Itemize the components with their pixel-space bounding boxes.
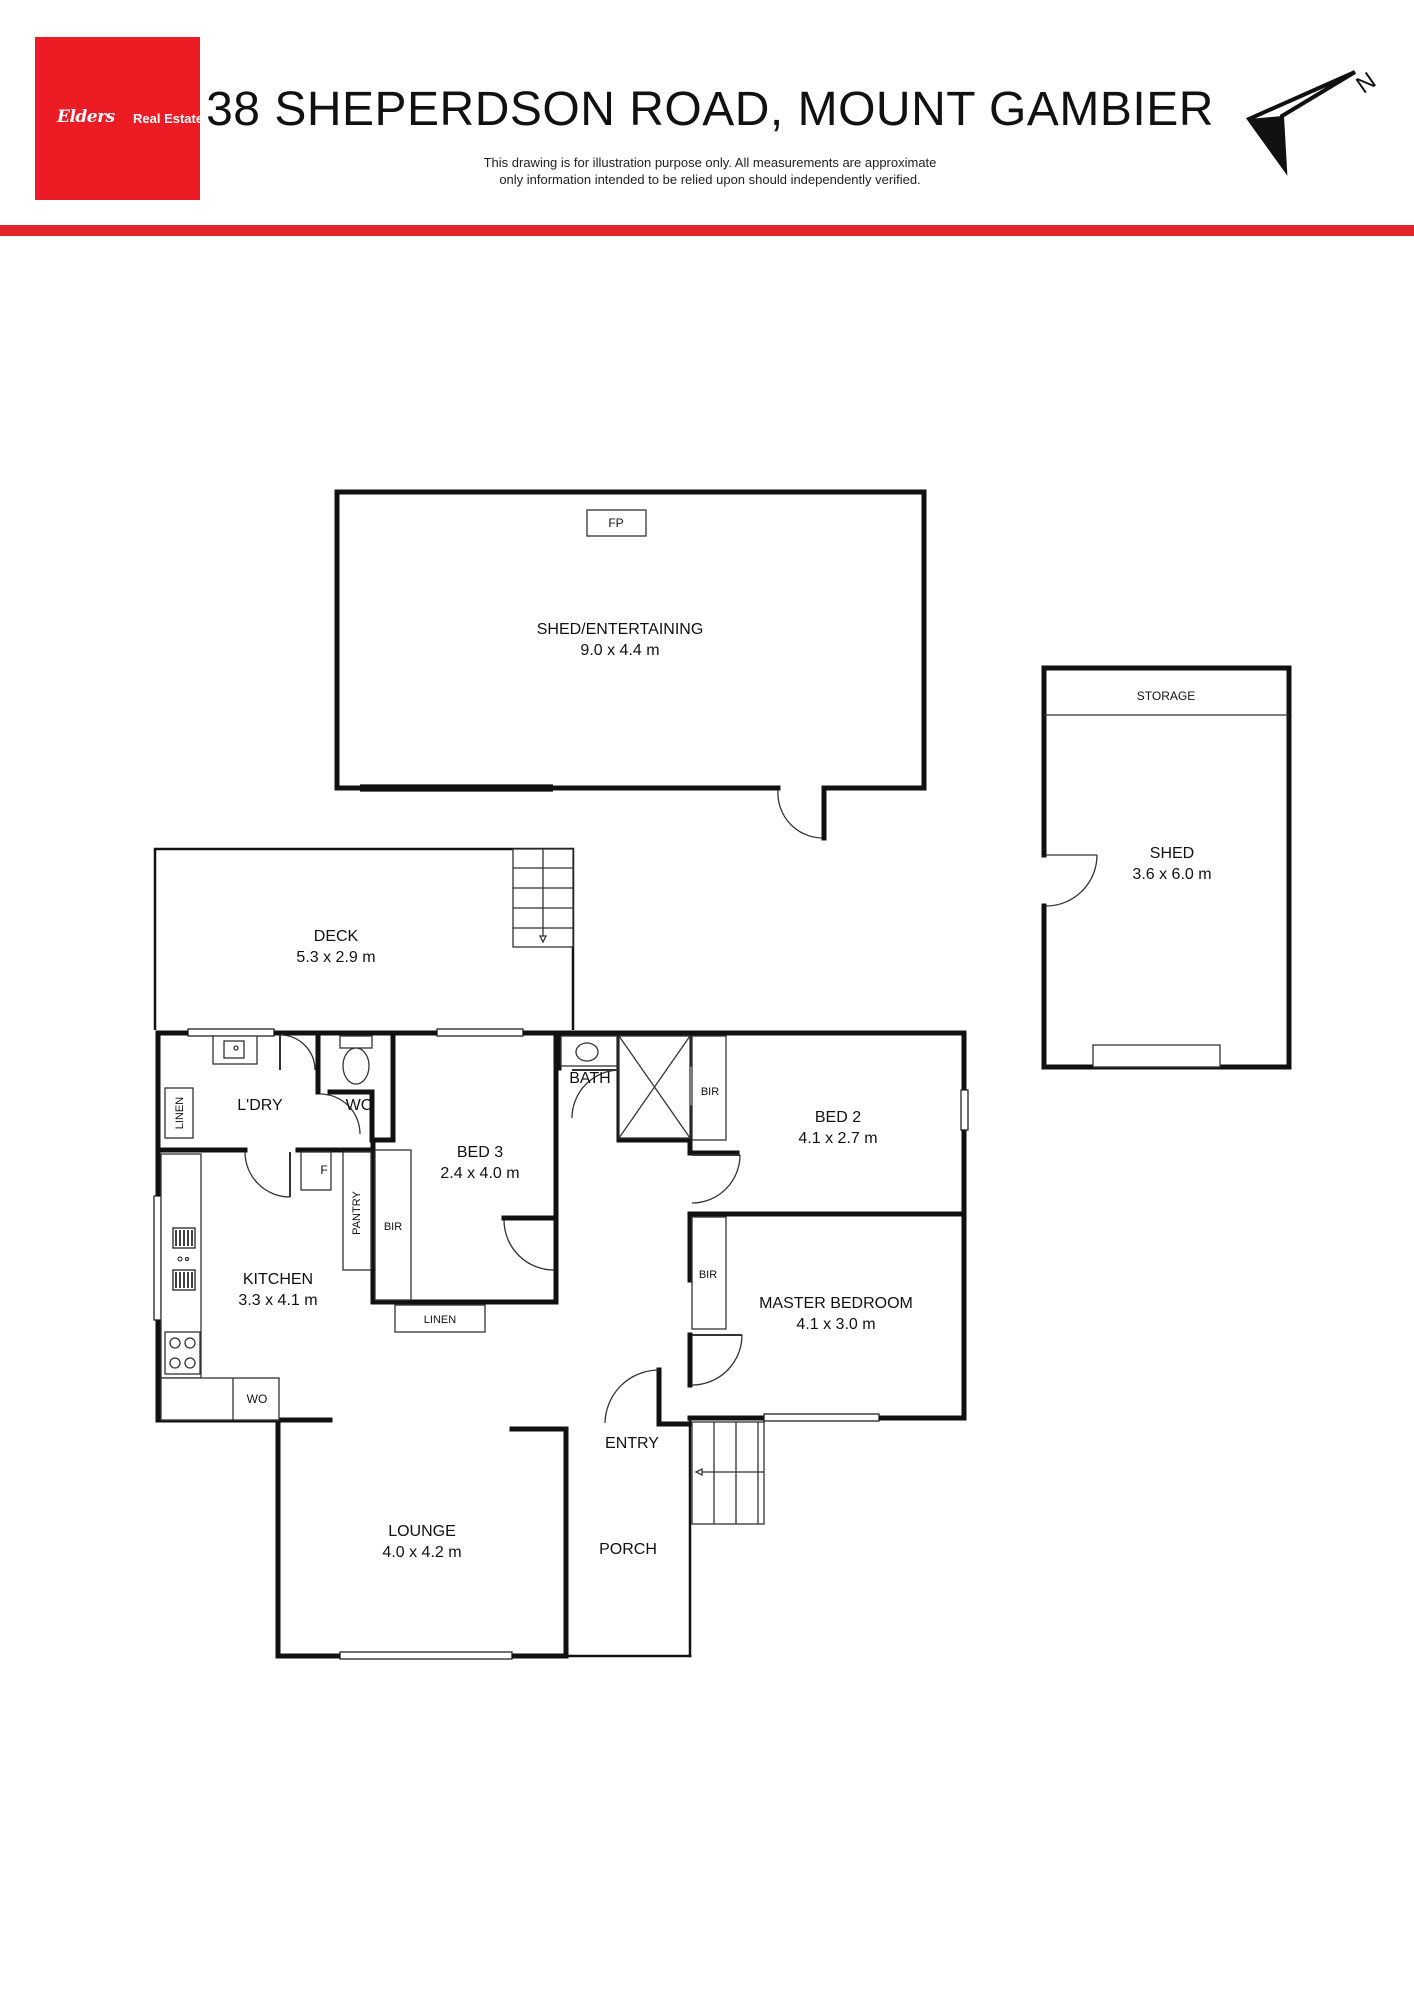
header-divider [0, 225, 1414, 236]
deck-size: 5.3 x 2.9 m [296, 949, 375, 966]
entry-steps [691, 1421, 765, 1525]
bed3-name: BED 3 [457, 1144, 503, 1161]
shed-entertaining-size: 9.0 x 4.4 m [580, 642, 659, 659]
storage-label: STORAGE [1137, 689, 1195, 703]
lounge-name: LOUNGE [388, 1523, 456, 1540]
wo-label: WO [247, 1392, 268, 1406]
fireplace [586, 509, 647, 537]
kitchen-fixtures [160, 1151, 372, 1421]
logo-script: Elders [57, 107, 115, 127]
disclaimer: This drawing is for illustration purpose… [300, 154, 1120, 188]
shed-name: SHED [1150, 845, 1194, 862]
logo-mark: Elders Real Estate [47, 103, 203, 139]
toilet [339, 1035, 373, 1085]
door-swings [244, 1034, 743, 1424]
shed-size: 3.6 x 6.0 m [1132, 866, 1211, 883]
page-title: 38 SHEPERDSON ROAD, MOUNT GAMBIER [206, 83, 1214, 136]
door-swing [777, 789, 823, 839]
fp-label: FP [608, 516, 623, 530]
house-walls [155, 1030, 967, 1659]
bed2-name: BED 2 [815, 1109, 861, 1126]
header: Elders Real Estate 38 SHEPERDSON ROAD, M… [0, 0, 1414, 236]
disclaimer-line-2: only information intended to be relied u… [499, 172, 921, 187]
pantry-label: PANTRY [351, 1191, 363, 1235]
bir-bed2-robe [691, 1035, 727, 1141]
deck-steps [512, 848, 574, 948]
lounge-size: 4.0 x 4.2 m [382, 1544, 461, 1561]
entry-label: ENTRY [605, 1435, 659, 1452]
sink-icon [172, 1227, 196, 1291]
bath-fixtures [560, 1035, 691, 1139]
shed-roller-door [1092, 1044, 1221, 1068]
shed-entertaining [334, 489, 927, 841]
door-swing [1045, 854, 1098, 907]
master-size: 4.1 x 3.0 m [796, 1316, 875, 1333]
porch-label: PORCH [599, 1541, 657, 1558]
kitchen-name: KITCHEN [243, 1271, 313, 1288]
disclaimer-line-1: This drawing is for illustration purpose… [483, 155, 937, 170]
linen-hall-cupboard [394, 1304, 486, 1333]
bath-label: BATH [569, 1070, 610, 1087]
bir-master-label: BIR [699, 1269, 717, 1281]
shed-entertaining-window [360, 784, 553, 792]
linen-hall-label: LINEN [424, 1314, 456, 1326]
shed [1041, 665, 1292, 1070]
bir-bed3-label: BIR [384, 1221, 402, 1233]
laundry-label: L'DRY [237, 1097, 283, 1114]
bir-bed3-robe [374, 1149, 412, 1301]
bir-bed2-label: BIR [701, 1086, 719, 1098]
deck [153, 847, 575, 1030]
north-arrow-icon: N [1245, 67, 1381, 176]
deck-name: DECK [314, 928, 359, 945]
fridge-label: F [320, 1163, 327, 1177]
laundry-fixtures [164, 1035, 258, 1139]
bed3-size: 2.4 x 4.0 m [440, 1165, 519, 1182]
wc-label: WC [346, 1097, 373, 1114]
elders-logo: Elders Real Estate [35, 37, 203, 200]
master-name: MASTER BEDROOM [759, 1295, 913, 1312]
bir-master-robe [691, 1216, 727, 1330]
kitchen-size: 3.3 x 4.1 m [238, 1292, 317, 1309]
linen-laundry-label: LINEN [174, 1097, 186, 1129]
shed-entertaining-name: SHED/ENTERTAINING [537, 621, 704, 638]
logo-wordmark: Real Estate [133, 111, 204, 126]
bed2-size: 4.1 x 2.7 m [798, 1130, 877, 1147]
